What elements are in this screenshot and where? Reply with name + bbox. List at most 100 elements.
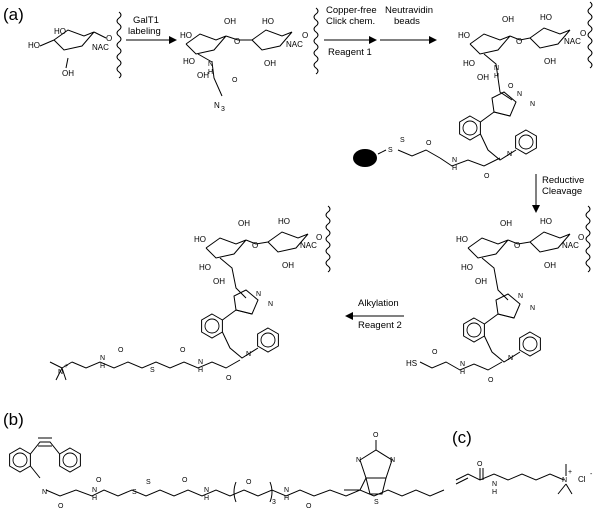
atom-label: O (252, 241, 258, 250)
atom-label: O (488, 377, 494, 384)
atom-label: HO (54, 27, 66, 36)
atom-label: H (460, 369, 465, 376)
atom-label: O (484, 173, 490, 180)
atom-label: N (204, 487, 209, 494)
atom-label: O (508, 83, 514, 90)
atom-label: O (302, 31, 308, 40)
atom-label: N (492, 481, 497, 488)
atom-label: O (580, 29, 586, 38)
atom-label: N (460, 361, 465, 368)
atom-label: N (214, 101, 220, 110)
atom-label: O (477, 461, 483, 468)
atom-label: HO (262, 17, 274, 26)
atom-label: HO (28, 41, 40, 50)
atom-label: NAC (286, 40, 303, 49)
molecule-alkylated-product: HO HO OH OH O HO OH NAC O N N N O N H O … (49, 205, 331, 382)
atom-label: HO (194, 235, 206, 244)
atom-label: N (246, 351, 251, 358)
atom-label: OH (475, 277, 487, 286)
atom-label: - (590, 471, 593, 478)
step-label: labeling (128, 26, 161, 37)
atom-label: O (234, 37, 240, 46)
atom-label: OH (544, 57, 556, 66)
atom-label: N (208, 61, 213, 68)
atom-label: S (132, 489, 137, 496)
atom-label: N (508, 355, 513, 362)
atom-label: S (146, 479, 151, 486)
step-label: Reductive (542, 175, 584, 186)
atom-label: HO (461, 263, 473, 272)
atom-label: N (494, 65, 499, 72)
molecule-reagent-2: O N H N + Cl - (455, 461, 593, 496)
atom-label: H (92, 495, 97, 502)
atom-label: O (58, 503, 64, 510)
neutravidin-bead (353, 149, 377, 167)
molecule-reagent-1: N O N H O S S O N H O 3 N H O O N N S (9, 432, 445, 510)
atom-label: O (426, 140, 432, 147)
atom-label: NAC (562, 241, 579, 250)
atom-label: N (507, 151, 512, 158)
atom-label: HO (458, 31, 470, 40)
atom-label: HO (463, 59, 475, 68)
atom-label: O (226, 375, 232, 382)
step-label: Neutravidin (385, 5, 433, 16)
atom-label: N (356, 457, 361, 464)
atom-label: H (452, 165, 457, 172)
atom-label: O (514, 241, 520, 250)
atom-label: OH (282, 261, 294, 270)
atom-label: OH (213, 277, 225, 286)
atom-label: OH (500, 219, 512, 228)
step-label: Click chem. (326, 16, 375, 27)
atom-label: N (42, 489, 47, 496)
atom-label: OH (502, 15, 514, 24)
atom-label: N (92, 487, 97, 494)
atom-label: H (208, 69, 213, 76)
atom-label: N (517, 91, 522, 98)
atom-label: Cl (578, 475, 586, 484)
atom-label: S (374, 499, 379, 506)
step-label: Cleavage (542, 186, 582, 197)
atom-label: HO (183, 57, 195, 66)
atom-label: HS (406, 359, 417, 368)
step-label: beads (394, 16, 420, 27)
atom-label: HO (180, 31, 192, 40)
atom-label: NAC (92, 43, 109, 52)
atom-label: N (390, 457, 395, 464)
atom-label: N (562, 477, 567, 484)
atom-label: O (246, 479, 252, 486)
step-label: GalT1 (133, 15, 159, 26)
atom-label: S (150, 367, 155, 374)
atom-label: + (64, 363, 68, 370)
atom-label: OH (238, 219, 250, 228)
atom-label: H (492, 489, 497, 496)
step-label: Alkylation (358, 298, 399, 309)
atom-label: N (100, 355, 105, 362)
atom-label: HO (540, 217, 552, 226)
atom-label: O (96, 477, 102, 484)
atom-label: 3 (272, 499, 276, 506)
atom-label: O (180, 347, 186, 354)
atom-label: 3 (221, 106, 225, 113)
atom-label: O (106, 34, 112, 43)
atom-label: N (198, 359, 203, 366)
atom-label: O (516, 37, 522, 46)
panel-label-c: (c) (452, 428, 472, 447)
atom-label: OH (264, 59, 276, 68)
atom-label: OH (197, 71, 209, 80)
atom-label: HO (456, 235, 468, 244)
atom-label: O (118, 347, 124, 354)
atom-label: OH (62, 69, 74, 78)
atom-label: H (494, 73, 499, 80)
step-label: Copper-free (326, 5, 377, 16)
atom-label: O (182, 477, 188, 484)
atom-label: H (198, 367, 203, 374)
atom-label: N (530, 101, 535, 108)
atom-label: OH (544, 261, 556, 270)
atom-label: S (400, 137, 405, 144)
atom-label: N (268, 301, 273, 308)
atom-label: N (284, 487, 289, 494)
atom-label: H (204, 495, 209, 502)
atom-label: OH (224, 17, 236, 26)
atom-label: O (373, 432, 379, 439)
